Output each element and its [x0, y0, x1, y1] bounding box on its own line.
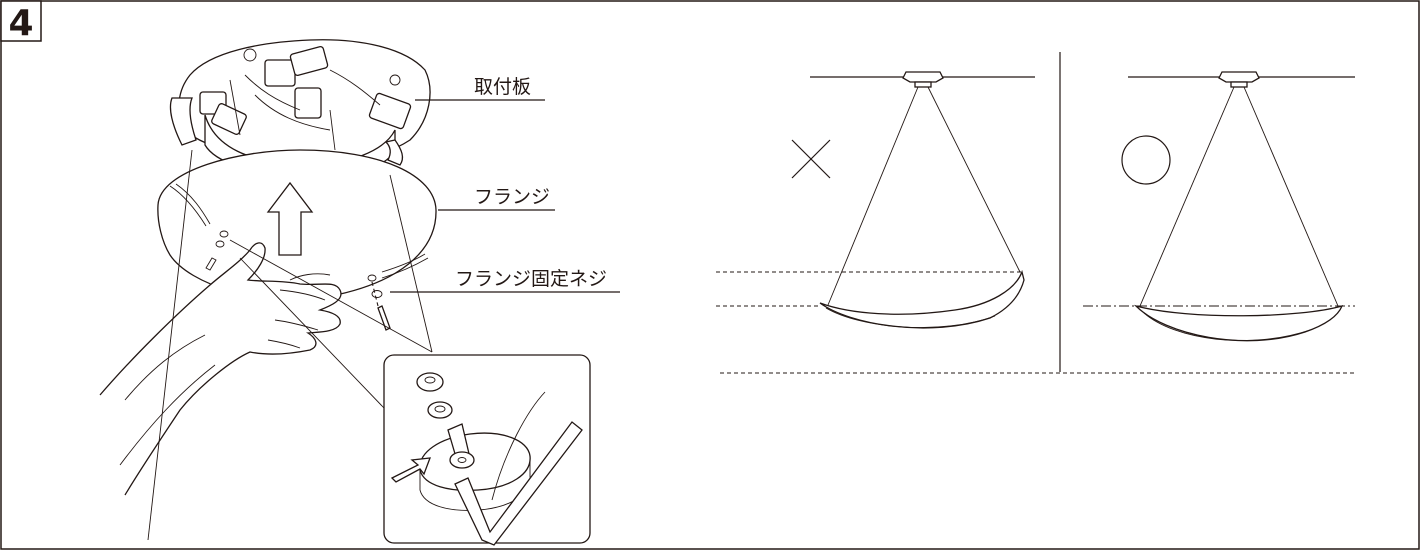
label-flange: フランジ [474, 186, 550, 208]
screw-detail-inset [383, 354, 591, 546]
alignment-comparison [716, 52, 1355, 374]
label-mounting-plate: 取付板 [474, 76, 531, 98]
camera-installation-illustration: 取付板 フランジ フランジ固定ネジ [99, 39, 620, 546]
label-flange-fixing-screw: フランジ固定ネジ [455, 268, 607, 290]
step-badge: 4 [0, 0, 42, 44]
upward-arrow-icon [266, 181, 314, 256]
correct-mark-icon [1121, 135, 1171, 185]
correct-example [1083, 71, 1355, 342]
incorrect-example [716, 71, 1035, 329]
flange [157, 149, 620, 331]
step-number: 4 [8, 3, 33, 44]
